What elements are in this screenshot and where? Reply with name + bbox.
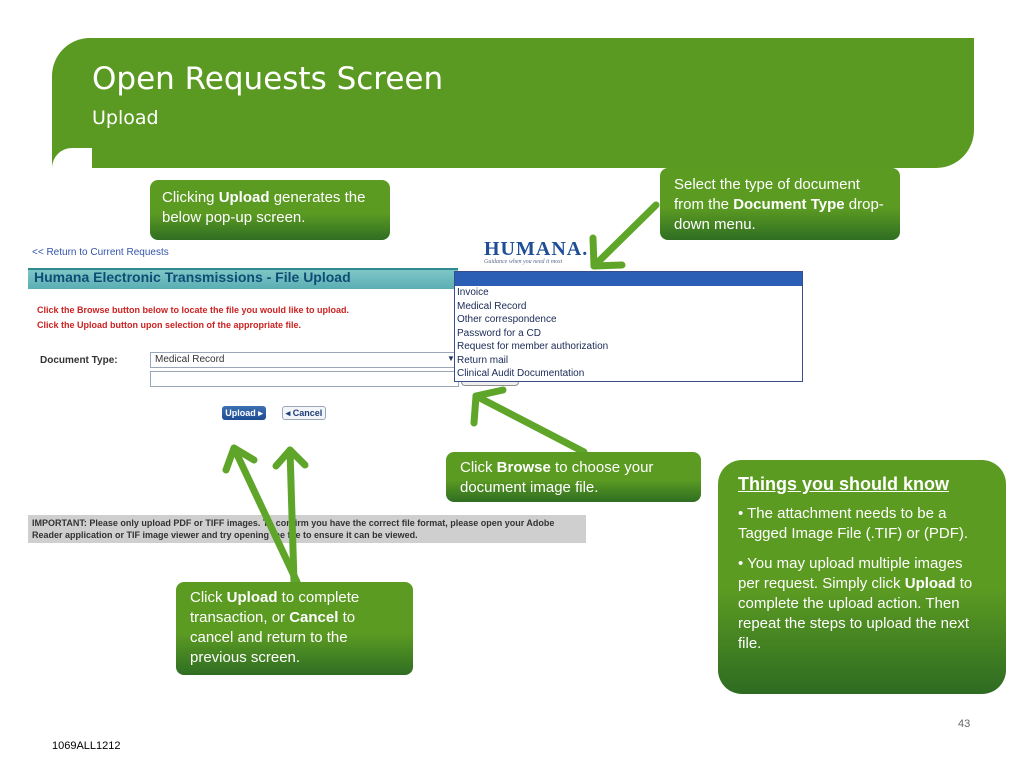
logo-tagline: Guidance when you need it most — [484, 259, 563, 265]
things-bullet-multiple-bold: Upload — [904, 575, 956, 592]
cancel-button-label: Cancel — [292, 408, 323, 418]
callout-upload-cancel-bold-upload: Upload — [226, 589, 278, 606]
arrow-head-dropdown — [589, 234, 626, 270]
arrow-head-upload — [222, 444, 258, 474]
document-type-select[interactable]: Medical Record — [150, 352, 461, 368]
chevron-left-icon: ◂ — [285, 408, 291, 418]
dropdown-option-medical-record[interactable]: Medical Record — [457, 300, 527, 312]
header-notch — [52, 148, 92, 168]
callout-upload-popup-post: generates the below pop-up screen. — [162, 189, 366, 226]
document-type-label: Document Type: — [40, 355, 118, 366]
things-bullet-format: • The attachment needs to be a Tagged Im… — [738, 505, 969, 542]
upload-button-label: Upload — [225, 408, 256, 418]
slide-subtitle: Upload — [92, 107, 159, 129]
form-title: Humana Electronic Transmissions - File U… — [34, 269, 351, 285]
logo-wordmark: HUMANA. — [484, 238, 589, 260]
chevron-right-icon: ▸ — [258, 408, 263, 418]
callout-document-type-bold: Document Type — [733, 196, 845, 213]
form-title-bar — [28, 268, 458, 289]
arrow-head-browse — [470, 386, 507, 427]
things-bullet-multiple: • You may upload multiple images per req… — [738, 554, 988, 654]
callout-upload-cancel-post: to cancel and return to the previous scr… — [190, 609, 356, 666]
callout-upload-cancel-mid: to complete transaction, or — [190, 589, 360, 626]
callout-upload-popup-pre: Clicking — [162, 189, 219, 206]
humana-logo: HUMANA. Guidance when you need it most — [484, 238, 588, 265]
callout-upload-cancel-bold-cancel: Cancel — [289, 609, 339, 626]
callout-upload-popup: Clicking Upload generates the below pop-… — [150, 180, 390, 240]
return-to-current-requests-link[interactable]: << Return to Current Requests — [32, 247, 169, 258]
callout-document-type-pre: Select the type of document from the — [674, 176, 860, 213]
things-heading: Things you should know — [738, 474, 949, 494]
upload-button[interactable]: Upload ▸ — [222, 406, 266, 420]
document-type-dropdown-list[interactable]: Invoice Medical Record Other corresponde… — [454, 271, 803, 382]
callout-document-type-post: drop-down menu. — [674, 196, 884, 233]
dropdown-option-member-authorization[interactable]: Request for member authorization — [457, 341, 609, 352]
callout-upload-cancel-pre: Click — [190, 589, 227, 606]
header-band — [52, 38, 974, 168]
arrow-to-dropdown — [590, 201, 660, 270]
important-notice: IMPORTANT: Please only upload PDF or TIF… — [28, 515, 586, 543]
slide-title: Open Requests Screen — [92, 61, 444, 97]
dropdown-option-invoice[interactable]: Invoice — [457, 287, 489, 298]
dropdown-option-return-mail[interactable]: Return mail — [457, 354, 509, 366]
arrow-to-browse — [472, 392, 588, 456]
dropdown-option-password-cd[interactable]: Password for a CD — [457, 327, 541, 339]
chevron-down-icon[interactable]: ▼ — [447, 354, 455, 363]
callout-upload-popup-bold: Upload — [218, 189, 270, 206]
dropdown-option-clinical-audit[interactable]: Clinical Audit Documentation — [457, 368, 585, 379]
cancel-button[interactable]: ◂ Cancel — [282, 406, 326, 420]
callout-browse-bold: Browse — [496, 459, 551, 476]
instruction-browse: Click the Browse button below to locate … — [37, 305, 350, 315]
callout-document-type: Select the type of document from the Doc… — [660, 168, 900, 240]
callout-browse-pre: Click — [460, 459, 497, 476]
dropdown-option-other-correspondence[interactable]: Other correspondence — [457, 314, 557, 325]
footer-document-code: 1069ALL1212 — [52, 740, 121, 752]
callout-upload-cancel: Click Upload to complete transaction, or… — [176, 582, 413, 675]
things-bullet-multiple-pre: • You may upload multiple images per req… — [738, 555, 963, 592]
things-you-should-know-panel: Things you should know • The attachment … — [718, 460, 1006, 694]
arrow-head-cancel — [272, 446, 309, 470]
instruction-upload: Click the Upload button upon selection o… — [37, 320, 302, 330]
callout-browse-post: to choose your document image file. — [460, 459, 654, 496]
page-number: 43 — [958, 718, 971, 730]
things-bullet-multiple-post: to complete the upload action. Then repe… — [738, 575, 973, 652]
file-path-input[interactable] — [150, 371, 459, 387]
callout-browse: Click Browse to choose your document ima… — [446, 452, 701, 502]
dropdown-highlight[interactable] — [455, 272, 802, 286]
